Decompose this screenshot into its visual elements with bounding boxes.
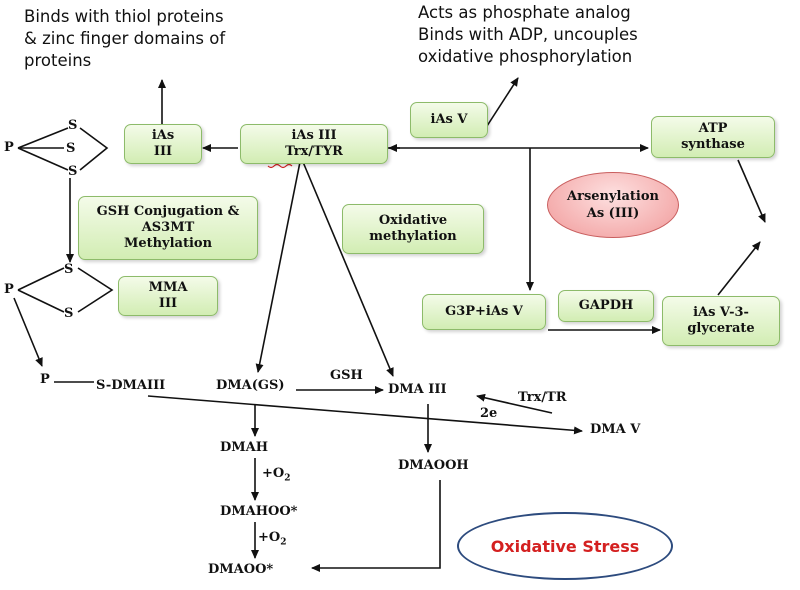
oxidative-stress-ellipse: Oxidative Stress xyxy=(457,512,673,580)
ias-v-glycerate-line1: iAs V-3- xyxy=(693,305,749,320)
o2-plus-2: +O xyxy=(258,530,281,545)
struct-s-top1: S xyxy=(68,118,78,133)
dmahoo-label: DMAHOO* xyxy=(220,504,298,519)
arrow-dmaoooh-to-dmaoo xyxy=(311,480,441,572)
ias-iii-trx-box: iAs III Trx/TYR xyxy=(240,124,388,164)
ias-iii-trx-line2: Trx/TYR xyxy=(285,144,343,159)
gsh-conjugation-box: GSH Conjugation & AS3MT Methylation xyxy=(78,196,258,260)
struct-top-line4 xyxy=(79,127,109,171)
arrow-mid-p-to-bottom-p xyxy=(13,297,43,367)
struct-mid-line1 xyxy=(17,267,65,291)
dmaoo-label: DMAOO* xyxy=(208,562,274,577)
phosphate-note-line3: oxidative phosphorylation xyxy=(418,47,633,66)
struct-s-mid1: S xyxy=(64,262,74,277)
spellcheck-squiggle xyxy=(267,163,293,169)
oxidative-methylation-line1: Oxidative xyxy=(378,213,448,228)
struct-top-line1 xyxy=(17,127,69,149)
arrow-center-to-dmaiii xyxy=(302,161,394,377)
s-dmaiii-label: S-DMAIII xyxy=(96,378,166,393)
trx-tr-label: Trx/TR xyxy=(518,390,567,405)
struct-s-top3: S xyxy=(68,164,78,179)
thiol-note: Binds with thiol proteins & zinc finger … xyxy=(24,6,225,72)
oxidative-methylation-line2: methylation xyxy=(369,229,457,244)
arrow-sdmaiii-to-dmav xyxy=(147,395,583,435)
gsh-label: GSH xyxy=(330,368,363,383)
mma-iii-box: MMA III xyxy=(118,276,218,316)
struct-p-mid: P xyxy=(4,282,14,297)
gsh-conjugation-line3: Methylation xyxy=(123,236,213,251)
thiol-note-line3: proteins xyxy=(24,51,92,70)
atp-synthase-line2: synthase xyxy=(681,137,745,152)
struct-p-top: P xyxy=(4,140,14,155)
mma-iii-line2: III xyxy=(158,296,178,311)
struct-s-top2: S xyxy=(66,141,76,156)
arrow-center-to-dmags xyxy=(255,161,301,373)
phosphate-note: Acts as phosphate analog Binds with ADP,… xyxy=(418,2,638,68)
phosphate-note-line2: Binds with ADP, uncouples xyxy=(418,25,638,44)
arrow-ias-v-to-phosphate-note xyxy=(486,77,519,127)
thiol-note-line2: & zinc finger domains of xyxy=(24,29,226,48)
ias-v-glycerate-box: iAs V-3- glycerate xyxy=(662,296,780,346)
gapdh-label: GAPDH xyxy=(578,298,634,313)
two-e-label: 2e xyxy=(480,406,498,421)
struct-s-mid2: S xyxy=(64,306,74,321)
ias-iii-box-line2: III xyxy=(153,144,173,159)
g3p-ias-v-label: G3P+iAs V xyxy=(445,304,523,319)
dma-gs-label: DMA(GS) xyxy=(216,378,285,393)
o2-label-1: +O2 xyxy=(262,466,290,487)
dma-v-label: DMA V xyxy=(590,422,641,437)
arrow-atp-to-right xyxy=(737,159,766,223)
struct-mid-line2 xyxy=(17,289,65,313)
oxidative-stress-label: Oxidative Stress xyxy=(490,536,640,556)
phosphate-note-line1: Acts as phosphate analog xyxy=(418,3,631,22)
o2-sub-1: 2 xyxy=(284,473,291,484)
ias-iii-box-line1: iAs xyxy=(151,128,175,143)
o2-plus-1: +O xyxy=(262,466,285,481)
struct-mid-line3 xyxy=(77,267,114,313)
ias-iii-trx-line1: iAs III xyxy=(291,128,337,143)
arrow-glycerate-up xyxy=(717,241,761,296)
struct-p-bottom: P xyxy=(40,372,50,387)
dma-iii-label: DMA III xyxy=(388,382,447,397)
arrow-trxtr-to-dmaiii xyxy=(476,393,553,414)
atp-synthase-box: ATP synthase xyxy=(651,116,775,158)
g3p-ias-v-box: G3P+iAs V xyxy=(422,294,546,330)
oxidative-methylation-box: Oxidative methylation xyxy=(342,204,484,254)
dmaoooh-label: DMAOOH xyxy=(398,458,469,473)
gapdh-box: GAPDH xyxy=(558,290,654,322)
mma-iii-line1: MMA xyxy=(148,280,188,295)
o2-sub-2: 2 xyxy=(280,537,287,548)
gsh-conjugation-line1: GSH Conjugation & xyxy=(96,204,240,219)
ias-iii-box: iAs III xyxy=(124,124,202,164)
arsenylation-line1: Arsenylation xyxy=(567,189,659,204)
ias-v-box: iAs V xyxy=(410,102,488,138)
arsenylation-line2: As (III) xyxy=(586,206,640,221)
arsenylation-ellipse: Arsenylation As (III) xyxy=(547,172,679,238)
dmah-label: DMAH xyxy=(220,440,269,455)
thiol-note-line1: Binds with thiol proteins xyxy=(24,7,224,26)
ias-v-label: iAs V xyxy=(430,112,468,127)
atp-synthase-line1: ATP xyxy=(698,121,728,136)
gsh-conjugation-line2: AS3MT xyxy=(141,220,195,235)
o2-label-2: +O2 xyxy=(258,530,286,551)
ias-v-glycerate-line2: glycerate xyxy=(687,321,755,336)
struct-top-line3 xyxy=(17,147,69,171)
